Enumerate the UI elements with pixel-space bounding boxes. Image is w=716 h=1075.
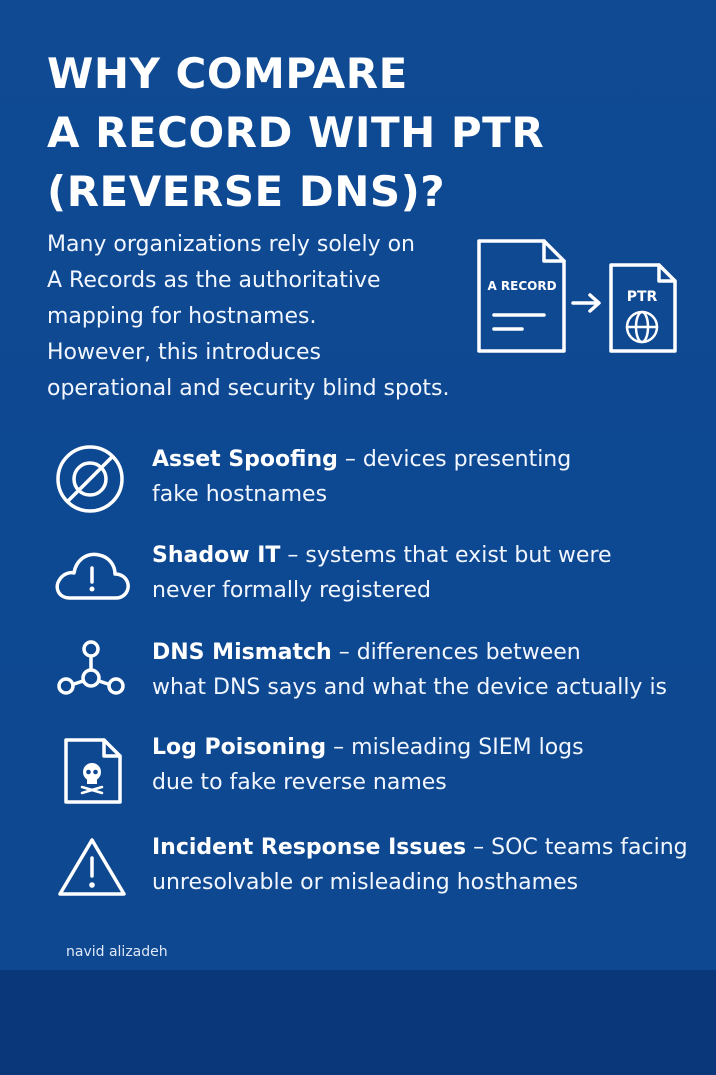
- description-line-2: never formally registered: [152, 578, 431, 603]
- document-icon: A RECORD: [477, 239, 566, 353]
- description-line-1: – differences between: [331, 640, 581, 665]
- list-item-text: Incident Response Issues – SOC teams fac…: [152, 830, 712, 900]
- a-record-label: A RECORD: [487, 279, 556, 293]
- title-line-1: WHY COMPARE: [47, 49, 408, 98]
- list-item-asset-spoofing: Asset Spoofing – devices presenting fake…: [52, 442, 702, 522]
- term-label: Incident Response Issues: [152, 835, 467, 860]
- page-title: WHY COMPARE A RECORD WITH PTR (REVERSE D…: [47, 44, 667, 221]
- term-label: Asset Spoofing: [152, 447, 338, 472]
- intro-line-2: A Records as the authoritative: [47, 268, 381, 293]
- list-item-text: Log Poisoning – misleading SIEM logs due…: [152, 730, 712, 800]
- list-item-text: Asset Spoofing – devices presenting fake…: [152, 442, 712, 512]
- title-line-2: A RECORD WITH PTR: [47, 108, 545, 157]
- description-line-2: unresolvable or misleading hosthames: [152, 870, 579, 895]
- title-line-3: (REVERSE DNS)?: [47, 167, 446, 216]
- list-item-shadow-it: Shadow IT – systems that exist but were …: [52, 538, 702, 618]
- a-record-to-ptr-graphic: A RECORD PTR: [477, 239, 677, 353]
- description-line-1: – systems that exist but were: [280, 543, 612, 568]
- term-label: DNS Mismatch: [152, 640, 332, 665]
- term-label: Log Poisoning: [152, 735, 327, 760]
- description-line-1: – SOC teams facing: [466, 835, 688, 860]
- prohibited-icon: [56, 445, 124, 513]
- cloud-alert-icon: [55, 552, 130, 600]
- file-skull-icon: [64, 738, 122, 804]
- main-panel: [0, 0, 716, 970]
- intro-paragraph: Many organizations rely solely on A Reco…: [47, 227, 487, 407]
- term-label: Shadow IT: [152, 543, 281, 568]
- description-line-2: what DNS says and what the device actual…: [152, 675, 668, 700]
- description-line-2: due to fake reverse names: [152, 770, 447, 795]
- list-item-log-poisoning: Log Poisoning – misleading SIEM logs due…: [52, 730, 702, 810]
- ptr-document-icon: PTR: [609, 263, 677, 353]
- description-line-1: – misleading SIEM logs: [326, 735, 584, 760]
- globe-icon: [625, 310, 659, 344]
- description-line-1: – devices presenting: [337, 447, 572, 472]
- list-item-dns-mismatch: DNS Mismatch – differences between what …: [52, 635, 702, 715]
- list-item-text: DNS Mismatch – differences between what …: [152, 635, 712, 705]
- arrow-right-icon: [571, 293, 601, 313]
- intro-line-3: mapping for hostnames.: [47, 304, 317, 329]
- author-credit: navid alizadeh: [66, 944, 168, 960]
- intro-line-5: operational and security blind spots.: [47, 376, 450, 401]
- network-nodes-icon: [57, 640, 125, 695]
- description-line-2: fake hostnames: [152, 482, 328, 507]
- list-item-incident-response: Incident Response Issues – SOC teams fac…: [52, 830, 702, 910]
- footer-band: [0, 970, 716, 1075]
- intro-line-4: However, this introduces: [47, 340, 321, 365]
- warning-triangle-icon: [58, 838, 126, 896]
- intro-line-1: Many organizations rely solely on: [47, 232, 415, 257]
- list-item-text: Shadow IT – systems that exist but were …: [152, 538, 712, 608]
- ptr-label: PTR: [627, 289, 658, 305]
